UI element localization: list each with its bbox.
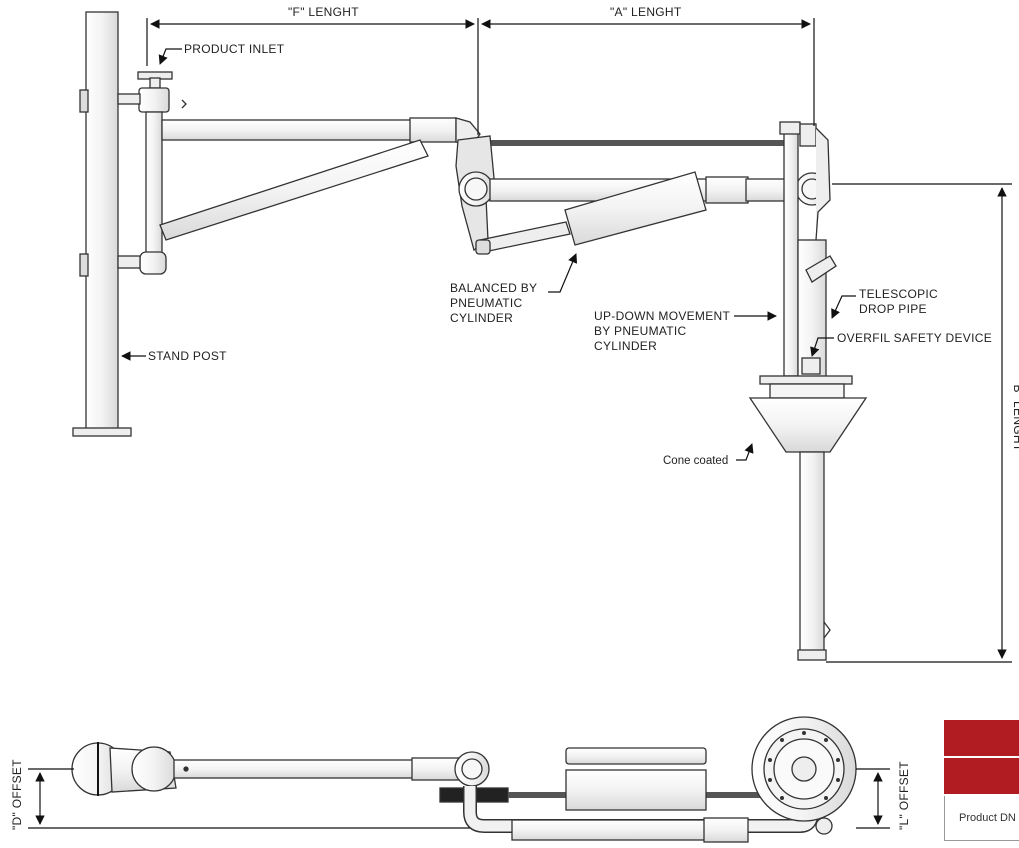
table-header-band-2 [944,758,1019,796]
telescopic-label-1: TELESCOPIC [859,287,938,301]
product-inlet-callout [158,48,182,65]
overfil-label: OVERFIL SAFETY DEVICE [837,331,992,345]
cone-callout [736,443,754,461]
outer-arm [159,117,481,241]
up-down-label-1: UP-DOWN MOVEMENT [594,309,730,323]
balanced-label-1: BALANCED BY [450,281,537,295]
overfil-callout [810,337,834,357]
balanced-label-2: PNEUMATIC [450,296,523,310]
balanced-callout [548,253,578,293]
balanced-label-3: CYLINDER [450,311,513,325]
plan-view [71,716,857,843]
b-length-label: "B" LENGHT [1011,380,1019,452]
inlet-assembly [117,71,187,275]
stand-post-label: STAND POST [148,349,227,363]
telescopic-callout [831,295,856,319]
a-length-label: "A" LENGHT [610,5,682,19]
cone-label: Cone coated [663,455,728,467]
inner-arm [455,135,829,255]
table-cell-product-dn: Product DN [944,796,1019,841]
d-offset-label: "D" OFFSET [10,759,24,830]
spec-table: Product DN [944,720,1019,843]
dimension-f [146,18,479,135]
up-down-label-3: CYLINDER [594,339,657,353]
up-down-label-2: BY PNEUMATIC [594,324,687,338]
dimension-b [826,183,1012,663]
dimension-a [481,18,815,126]
dimension-d [28,768,470,829]
dimension-l [856,768,890,829]
table-header-band-1 [944,720,1019,758]
stand-post [72,11,132,437]
telescopic-label-2: DROP PIPE [859,302,927,316]
f-length-label: "F" LENGHT [288,5,359,19]
l-offset-label: "L" OFFSET [897,761,911,830]
product-inlet-label: PRODUCT INLET [184,42,285,56]
